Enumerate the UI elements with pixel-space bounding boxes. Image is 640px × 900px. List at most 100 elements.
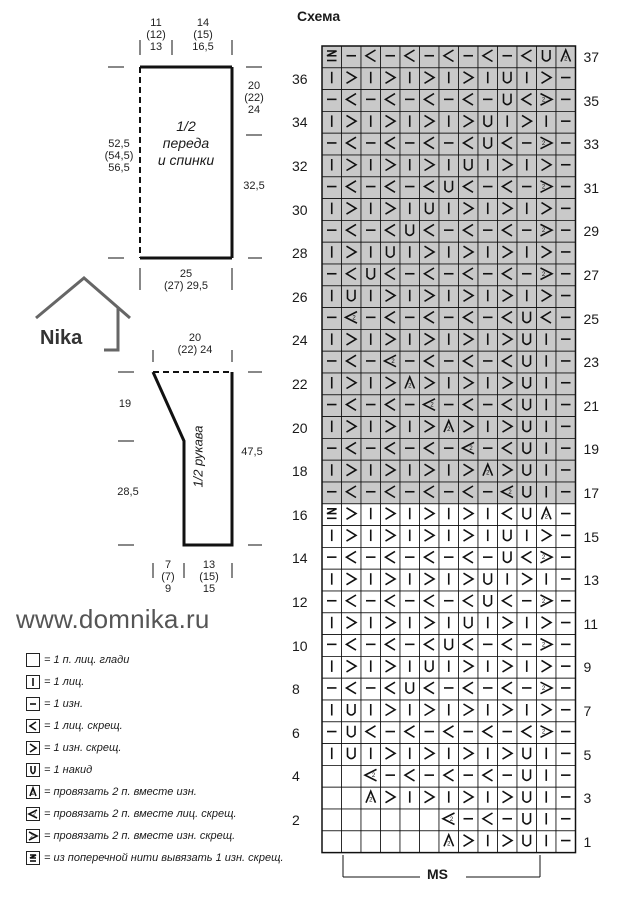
chart-cell [321,328,342,352]
sleeve-left-lower-measure: 28,5 [117,486,139,498]
chart-cell [399,459,420,483]
chart-cell [321,808,342,832]
chart-cell [321,89,342,112]
chart-cell [438,612,459,635]
chart-cell [477,743,498,766]
svg-text:2: 2 [542,555,546,561]
chart-cell [341,721,362,744]
chart-cell [341,481,362,505]
chart-cell [341,350,362,374]
chart-cell [438,721,459,744]
chart-cell [536,656,557,679]
chart-cell [477,765,498,788]
chart-cell [341,743,362,766]
chart-cell [497,394,518,417]
chart-cell [555,67,576,91]
chart-cell [477,437,498,461]
chart-cell [399,328,420,352]
chart-cell [399,198,420,221]
row-number-right: 31 [583,179,600,196]
chart-cell [477,612,498,635]
chart-cell [419,786,440,810]
chart-cell [555,154,576,178]
chart-cell [341,459,362,483]
chart-cell [516,198,537,221]
chart-cell [321,111,342,134]
chart-cell [321,307,342,330]
chart-cell [497,437,518,461]
chart-cell [360,830,381,853]
legend-item: = 1 п. лиц. глади [26,652,296,674]
chart-cell [497,525,518,548]
chart-cell: 2 [536,547,557,570]
chart-cell [516,590,537,614]
chart-cell [321,656,342,679]
chart-cell [555,416,576,439]
sleeve-right-measure: 47,5 [241,446,263,458]
chart-cell [516,285,537,308]
legend-text: = 1 лиц. скрещ. [44,720,123,732]
chart-cell [380,111,401,134]
chart-cell [419,67,440,91]
chart-cell: 2 [360,765,381,788]
chart-cell: 2 [536,503,557,526]
chart-cell [399,612,420,635]
chart-cell [380,285,401,308]
svg-text:2: 2 [545,514,549,520]
chart-cell [438,263,459,287]
chart-cell [380,743,401,766]
chart-cell [341,416,362,439]
chart-cell [380,612,401,635]
chart-cell [399,525,420,548]
chart-cell [419,263,440,287]
chart-cell [321,634,342,657]
chart-cell [497,89,518,112]
chart-cell [438,307,459,330]
chart-cell [477,111,498,134]
chart-cell [360,263,381,287]
chart-cell [477,808,498,832]
chart-cell [536,830,557,853]
chart-cell [380,481,401,505]
chart-cell [477,503,498,526]
chart-cell [321,547,342,570]
chart-cell [458,547,479,570]
chart-cell [497,786,518,810]
chart-cell [341,765,362,788]
row-number-right: 19 [583,441,600,458]
chart-cell [477,547,498,570]
chart-cell [458,45,479,69]
legend-text: = 1 накид [44,764,93,776]
chart-cell [536,198,557,221]
chart-cell [399,67,420,91]
chart-cell [419,416,440,439]
chart-cell [380,830,401,853]
chart-cell [341,394,362,417]
row-number-right: 23 [583,354,600,371]
chart-cell [419,198,440,221]
chart-cell [341,699,362,723]
chart-cell: 2 [536,721,557,744]
chart-cell [419,176,440,200]
chart-cell [458,699,479,723]
chart-cell [419,437,440,461]
chart-cell [341,656,362,679]
chart-cell [458,89,479,112]
row-number-left: 6 [292,724,300,741]
chart-cell [477,634,498,657]
chart-cell [419,830,440,853]
chart-cell [497,67,518,91]
chart-cell [399,503,420,526]
chart-cell: 2 [536,634,557,657]
chart-cell [516,808,537,832]
chart-cell [399,89,420,112]
chart-cell [360,328,381,352]
chart-cell [321,372,342,396]
chart-cell [380,437,401,461]
body-right-lower-measure: 32,5 [243,180,265,192]
chart-cell: 2 [438,830,459,853]
chart-cell [399,765,420,788]
svg-text:2: 2 [564,57,568,63]
chart-cell [536,568,557,592]
row-number-right: 13 [583,572,600,589]
